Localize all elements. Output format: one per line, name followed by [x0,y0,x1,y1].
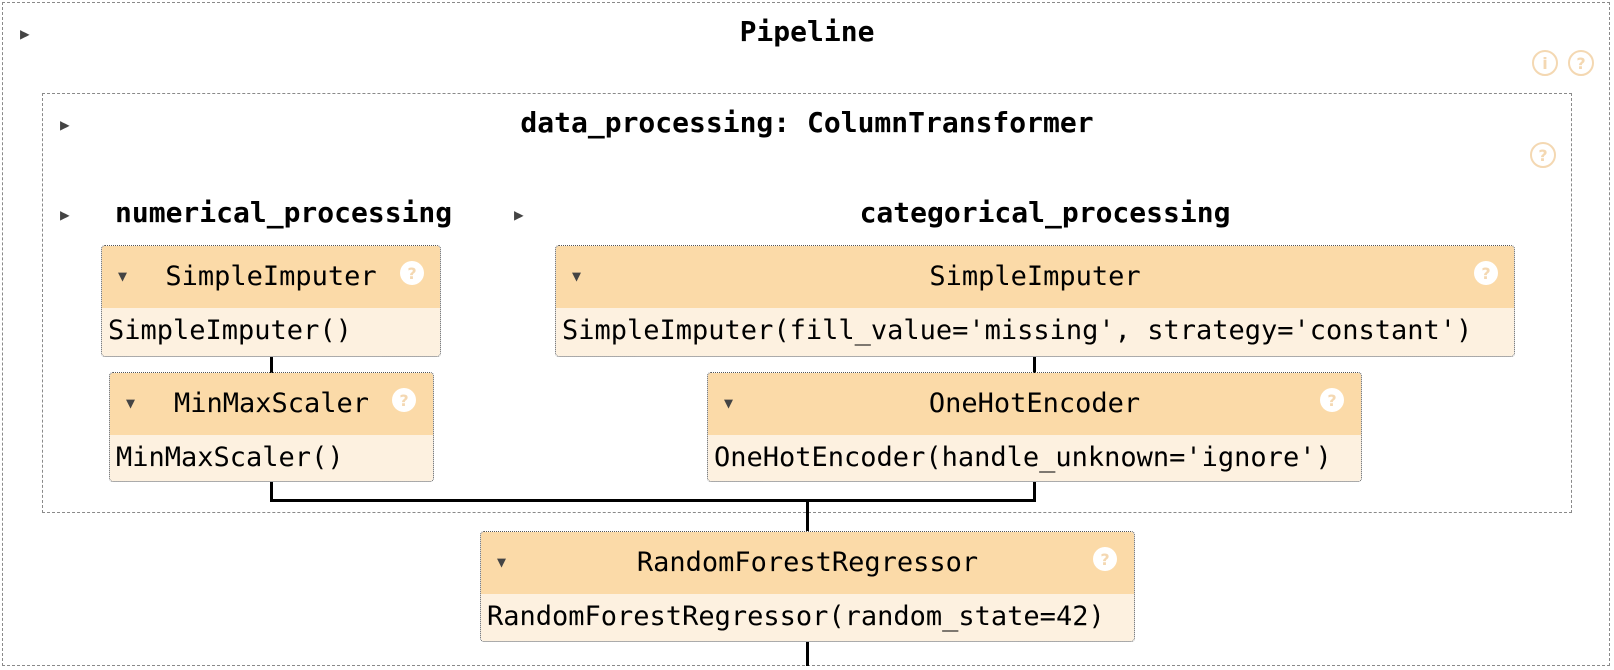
info-icon[interactable]: i [1532,50,1558,76]
estimator-body [102,308,440,356]
column-transformer-help-icon[interactable]: ? [1530,142,1556,168]
estimator-body [556,308,1514,356]
numerical-processing-expand-toggle[interactable]: ▶ [60,205,70,224]
connector-line [1033,482,1036,502]
connector-line [806,499,809,531]
pipeline-title[interactable]: Pipeline [739,15,875,48]
estimator-name: RandomForestRegressor [636,547,979,578]
info-glyph: i [1542,53,1548,73]
estimator-name: SimpleImputer [929,261,1141,292]
help-icon[interactable]: ? [1568,50,1594,76]
estimator-body [481,594,1134,641]
categorical-processing-expand-toggle[interactable]: ▶ [514,205,524,224]
estimator-repr: RandomForestRegressor(random_state=42) [487,601,1105,632]
estimator-one-hot-encoder[interactable]: ▼ OneHotEncoder ? OneHotEncoder(handle_u… [707,372,1362,482]
estimator-header [110,373,433,435]
estimator-name: OneHotEncoder [928,388,1141,419]
help-icon[interactable]: ? [1093,547,1117,571]
estimator-repr: SimpleImputer() [108,315,352,346]
estimator-repr: SimpleImputer(fill_value='missing', stra… [562,315,1473,346]
estimator-expand-toggle[interactable]: ▼ [126,394,136,412]
estimator-body [110,435,433,481]
help-glyph: ? [1481,263,1491,283]
estimator-categorical-simple-imputer[interactable]: ▼ SimpleImputer ? SimpleImputer(fill_val… [555,245,1515,357]
estimator-minmax-scaler[interactable]: ▼ MinMaxScaler ? MinMaxScaler() [109,372,434,482]
estimator-expand-toggle[interactable]: ▼ [118,267,128,285]
estimator-header [481,532,1134,594]
help-glyph: ? [399,390,409,410]
connector-line [270,499,1036,502]
estimator-header [556,246,1514,308]
estimator-header [102,246,440,308]
column-transformer-title[interactable]: data_processing: ColumnTransformer [520,106,1094,139]
connector-line [270,357,273,373]
estimator-numerical-simple-imputer[interactable]: ▼ SimpleImputer ? SimpleImputer() [101,245,441,357]
connector-line [806,642,809,666]
column-transformer-expand-toggle[interactable]: ▶ [60,115,70,134]
estimator-repr: MinMaxScaler() [116,442,344,473]
pipeline-expand-toggle[interactable]: ▶ [20,24,30,43]
estimator-random-forest-regressor[interactable]: ▼ RandomForestRegressor ? RandomForestRe… [480,531,1135,642]
estimator-repr: OneHotEncoder(handle_unknown='ignore') [714,442,1332,473]
help-icon[interactable]: ? [400,261,424,285]
help-glyph: ? [407,263,417,283]
help-glyph: ? [1327,390,1337,410]
help-glyph: ? [1576,53,1586,73]
categorical-processing-title[interactable]: categorical_processing [859,196,1231,229]
connector-line [270,482,273,502]
connector-line [1033,357,1036,373]
help-icon[interactable]: ? [1474,261,1498,285]
numerical-processing-title[interactable]: numerical_processing [115,196,453,229]
help-icon[interactable]: ? [392,388,416,412]
estimator-name: SimpleImputer [165,261,377,292]
estimator-body [708,435,1361,481]
estimator-name: MinMaxScaler [173,388,370,419]
estimator-expand-toggle[interactable]: ▼ [724,394,734,412]
help-icon[interactable]: ? [1320,388,1344,412]
estimator-expand-toggle[interactable]: ▼ [572,267,582,285]
estimator-header [708,373,1361,435]
help-glyph: ? [1100,549,1110,569]
help-glyph: ? [1538,145,1548,165]
estimator-expand-toggle[interactable]: ▼ [497,553,507,571]
